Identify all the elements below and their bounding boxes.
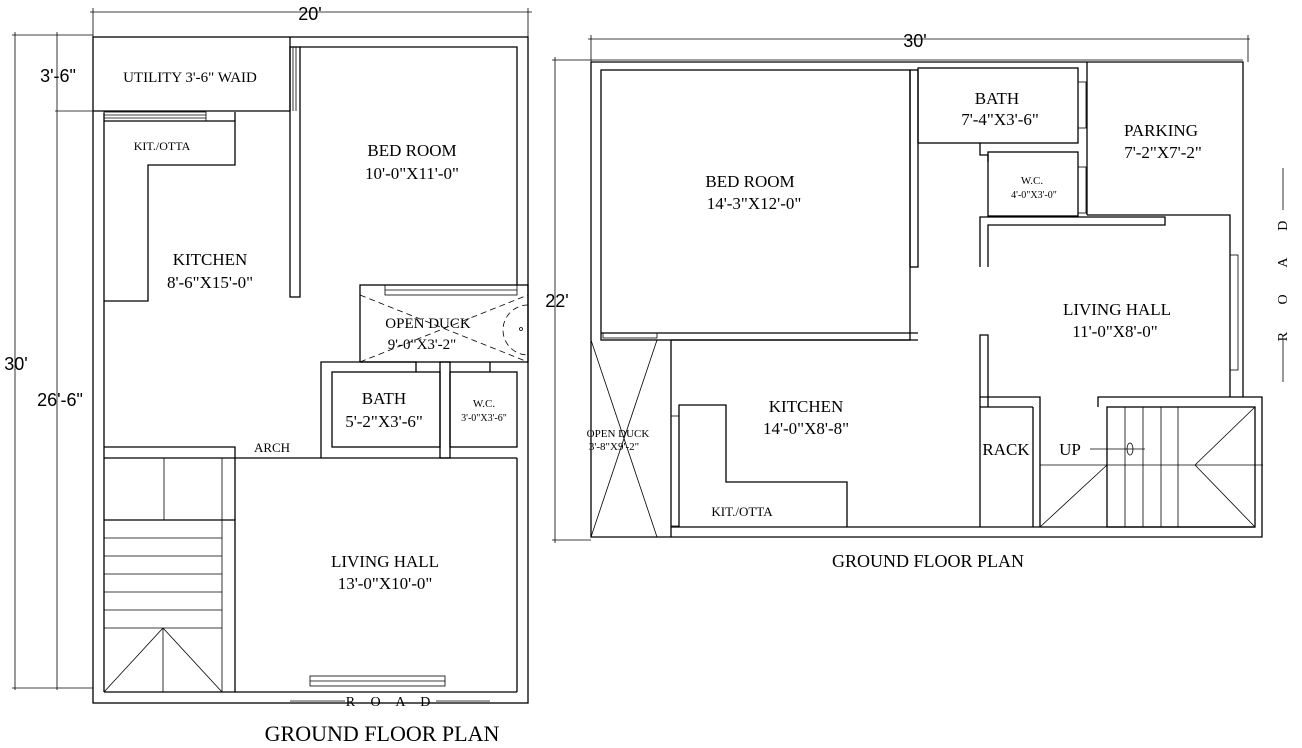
right-kit-otta-label: KIT./OTTA [711, 504, 773, 519]
left-living-size: 13'-0"X10'-0" [338, 574, 433, 593]
left-road-label: R O A D [346, 695, 437, 710]
left-utility-label: UTILITY 3'-6" WAID [123, 70, 257, 86]
left-bedroom-size: 10'-0"X11'-0" [365, 164, 459, 183]
left-utility-dimension: 3'-6" [40, 66, 76, 86]
left-depth-dimension: 30' [4, 354, 27, 374]
right-wc-size: 4'-0"X3'-0" [1011, 190, 1057, 201]
right-plan-title: GROUND FLOOR PLAN [832, 551, 1024, 571]
left-arch-label: ARCH [254, 440, 290, 455]
left-kitchen-size: 8'-6"X15'-0" [167, 273, 253, 292]
right-open-duck-size: 3'-8"X9'-2" [589, 441, 639, 453]
left-bath-name: BATH [362, 389, 406, 408]
left-walls [92, 36, 529, 704]
right-open-duck-name: OPEN DUCK [587, 428, 650, 440]
left-width-dimension: 20' [298, 4, 321, 24]
right-plan: 30' 22' [545, 31, 1291, 571]
right-bedroom-size: 14'-3"X12'-0" [707, 194, 802, 213]
right-road-label: R O A D [1276, 209, 1291, 342]
right-rack-label: RACK [982, 440, 1030, 459]
right-staircase [1039, 396, 1263, 528]
left-bedroom-name: BED ROOM [367, 141, 456, 160]
left-bath-size: 5'-2"X3'-6" [345, 412, 423, 431]
right-parking-name: PARKING [1124, 121, 1198, 140]
left-wc-name: W.C. [473, 398, 495, 410]
right-bath-size: 7'-4"X3'-6" [961, 110, 1039, 129]
right-living-name: LIVING HALL [1063, 300, 1171, 319]
left-open-duck-name: OPEN DUCK [385, 316, 471, 332]
right-bedroom-name: BED ROOM [705, 172, 794, 191]
right-living-size: 11'-0"X8'-0" [1072, 322, 1157, 341]
left-kit-otta-label: KIT./OTTA [134, 139, 191, 153]
right-kitchen-size: 14'-0"X8'-8" [763, 419, 849, 438]
right-walls [590, 61, 1263, 538]
left-wc-size: 3'-0"X3'-6" [461, 413, 507, 424]
left-kitchen-name: KITCHEN [173, 250, 248, 269]
left-open-duck-size: 9'-0"X3'-2" [388, 337, 456, 353]
right-parking-size: 7'-2"X7'-2" [1124, 143, 1202, 162]
left-dimension-lines [12, 8, 532, 690]
right-dimension-lines [552, 35, 1250, 543]
right-bath-name: BATH [975, 89, 1019, 108]
left-plan: 20' 30' 3'-6" 26'-6" [4, 4, 532, 746]
right-wc-name: W.C. [1021, 175, 1043, 187]
right-kitchen-name: KITCHEN [769, 397, 844, 416]
right-stair-up-label: UP [1059, 440, 1081, 459]
left-plan-title: GROUND FLOOR PLAN [265, 721, 500, 746]
left-staircase [103, 458, 236, 693]
right-depth-dimension: 22' [545, 291, 568, 311]
right-width-dimension: 30' [903, 31, 926, 51]
left-living-name: LIVING HALL [331, 552, 439, 571]
left-main-dimension: 26'-6" [37, 390, 83, 410]
